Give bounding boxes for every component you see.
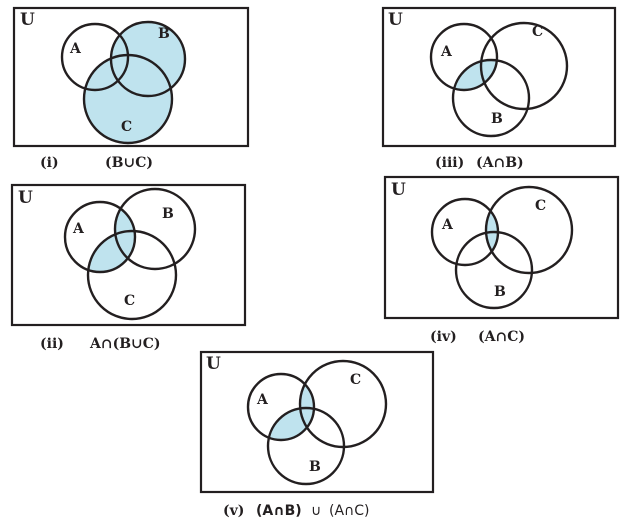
set-label-a: A [72,221,85,237]
diagram-expression: (A∩B) [476,155,524,171]
venn-diagram-ii: U A B C (ii) A∩(B∪C) [10,183,247,352]
universe-rect [199,350,435,494]
set-label-a: A [441,217,454,233]
universe-label: U [18,188,33,208]
circle-c [484,185,574,275]
venn-diagram-v: U A C B (v) (A∩B) ∪ (A∩C) [199,350,435,519]
set-label-a: A [69,41,82,57]
universe-rect [12,6,250,148]
venn-diagram-iii: U A C B (iii) (A∩B) [381,6,617,171]
set-label-b: B [491,111,503,127]
set-label-b: B [309,459,321,475]
universe-label: U [388,10,403,30]
set-label-b: B [158,26,170,42]
diagram-numeral: (ii) [40,336,64,352]
venn-diagram-iv: U A C B (iv) (A∩C) [383,175,620,345]
venn-diagram-i: U A B C (i) (B∪C) [12,6,250,171]
circle-b [454,230,534,310]
circle-a [63,200,137,274]
circle-a [246,372,316,442]
shaded-region-a-intersect-b-union-c [88,202,135,272]
universe-label: U [206,354,221,374]
diagram-expression: (B∪C) [105,155,153,171]
set-label-a: A [256,392,269,408]
circle-c [86,229,178,321]
diagram-expression-part-1: (A∩B) [256,503,302,519]
diagram-numeral: (i) [40,155,59,171]
circle-b [266,406,346,486]
shaded-region-a-intersect-b-union-a-intersect-c [268,374,314,440]
universe-rect [383,175,620,320]
universe-rect [10,183,247,327]
circle-b [113,187,197,271]
set-label-c: C [532,24,543,40]
shaded-region-a-intersect-b [453,60,497,90]
diagram-numeral: (iii) [435,155,464,171]
set-label-c: C [350,372,361,388]
circle-a [60,22,130,92]
diagram-expression: A∩(B∪C) [89,336,161,352]
circle-b [451,58,531,138]
universe-rect [381,6,617,148]
universe-label: U [20,10,35,30]
set-label-b: B [494,284,506,300]
diagram-numeral: (iv) [430,329,457,345]
set-label-c: C [124,293,135,309]
universe-label: U [391,180,406,200]
diagram-numeral: (v) [223,503,244,519]
set-label-a: A [440,44,453,60]
set-label-b: B [162,206,174,222]
circle-a [429,22,499,92]
diagram-expression-part-2: (A∩C) [329,503,370,519]
set-label-c: C [535,198,546,214]
diagram-expression-union: ∪ [311,503,321,519]
set-label-c: C [121,119,132,135]
circle-c [82,53,174,145]
circle-c [479,21,569,111]
diagram-expression: (A∩C) [478,329,525,345]
